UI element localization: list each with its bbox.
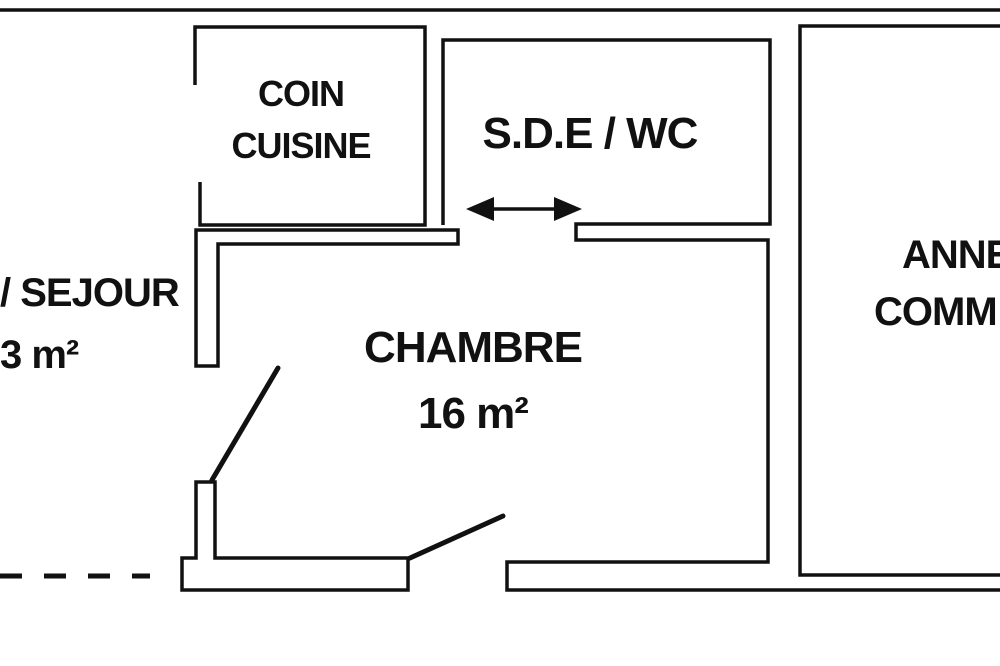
entry-door-swing	[407, 513, 506, 561]
kitchen-label-line1: COIN	[258, 73, 344, 114]
annexe-label-line1: ANNE	[902, 233, 1000, 277]
annexe-label-line2: COMM	[874, 290, 997, 334]
annexe-wall	[798, 24, 1000, 577]
walls	[0, 8, 1000, 592]
living-room-label: / SEJOUR	[0, 271, 180, 315]
doors	[209, 365, 506, 561]
kitchen-wall	[193, 25, 427, 227]
kitchen-label-line2: CUISINE	[231, 125, 370, 166]
bedroom-door-swing	[209, 365, 281, 483]
double-arrow-icon	[466, 197, 582, 221]
bathroom-wall	[441, 38, 1000, 592]
bedroom-label: CHAMBRE	[364, 323, 582, 372]
bedroom-area: 16 m²	[418, 389, 528, 438]
partition-wall-upper	[194, 228, 460, 368]
living-room-area: 3 m²	[0, 333, 79, 377]
partition-wall-lower	[180, 480, 410, 592]
bathroom-label: S.D.E / WC	[483, 109, 698, 158]
